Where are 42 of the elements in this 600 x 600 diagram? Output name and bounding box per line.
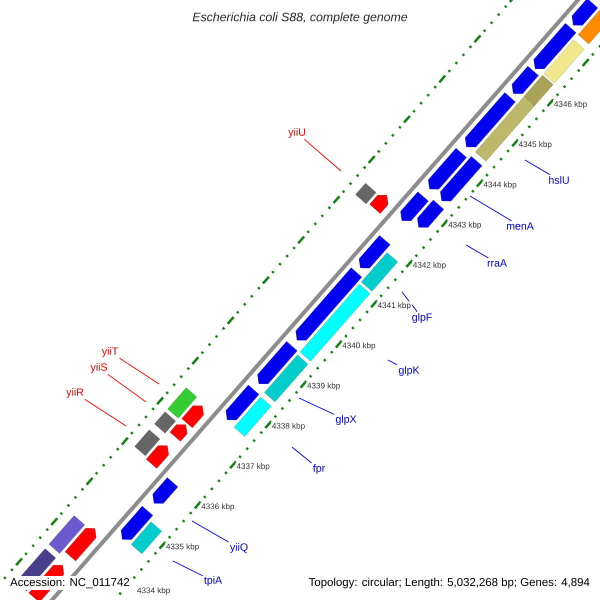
gene-label: glpX <box>336 415 356 425</box>
gene-label: rraA <box>488 259 507 267</box>
leader-line <box>192 520 229 542</box>
tick-label: 4335 kbp <box>165 542 200 552</box>
tick-label: 4337 kbp <box>236 462 271 472</box>
gene-label: yiiU <box>288 128 305 138</box>
leader-line <box>304 138 342 172</box>
tick-label: 4345 kbp <box>518 140 553 150</box>
gene-label: yiiQ <box>230 543 248 553</box>
leader-line <box>172 560 203 576</box>
leader-line <box>298 398 334 415</box>
leader-line <box>107 374 146 402</box>
gene-label: fpr <box>312 464 325 474</box>
leader-line <box>524 160 550 176</box>
gene-label: menA <box>506 222 534 230</box>
leader-line <box>84 398 126 426</box>
leader-line <box>119 358 160 384</box>
tick-label: 4343 kbp <box>447 220 482 230</box>
tick-label: 4342 kbp <box>412 260 447 270</box>
leader-line <box>402 292 418 312</box>
tick-label: 4338 kbp <box>270 422 306 432</box>
gene-label: yiiT <box>102 347 118 357</box>
gene-label: yiiR <box>66 388 84 398</box>
leader-line <box>292 446 312 464</box>
gene-label: hslU <box>549 176 569 184</box>
gene-label: glpF <box>412 313 432 323</box>
tick-label: 4341 kbp <box>376 301 412 311</box>
title: Escherichia coli S88, complete genome <box>192 12 408 24</box>
gene-label: yiiS <box>90 363 108 373</box>
tick-label: 4340 kbp <box>341 341 376 351</box>
leader-line <box>388 360 398 366</box>
accession-label: Accession: NC_011742 <box>8 576 132 590</box>
gene-label: tpiA <box>204 576 222 586</box>
tick-label: 4336 kbp <box>200 502 236 512</box>
topology-label: Topology: circular; Length: 5,032,268 bp; Genes: 4,894 <box>308 578 590 588</box>
tick-label: 4339 kbp <box>306 382 342 391</box>
tick-label: 4346 kbp <box>553 100 588 110</box>
gene-label: glpK <box>398 366 420 376</box>
leader-line <box>470 196 512 222</box>
tick-label: 4344 kbp <box>482 180 518 190</box>
leader-line <box>466 244 489 258</box>
tick-label: 4334 kbp <box>136 586 172 596</box>
